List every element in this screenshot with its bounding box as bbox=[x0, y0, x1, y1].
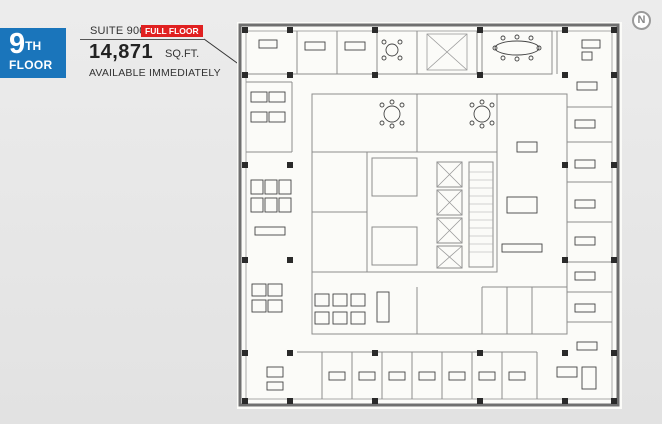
exterior-wall bbox=[238, 23, 620, 407]
north-arrow-icon: N bbox=[632, 11, 651, 30]
structural-columns bbox=[242, 27, 617, 404]
floor-badge: 9TH FLOOR bbox=[0, 28, 66, 78]
floor-number-value: 9 bbox=[9, 28, 26, 60]
divider-line bbox=[80, 39, 204, 40]
availability-text: AVAILABLE IMMEDIATELY bbox=[89, 67, 221, 79]
interior-perimeter bbox=[245, 30, 613, 400]
floor-label: FLOOR bbox=[9, 58, 53, 72]
stair-treads bbox=[469, 171, 493, 253]
furniture bbox=[250, 34, 601, 391]
plan-background bbox=[237, 22, 622, 409]
full-floor-tag: FULL FLOOR bbox=[141, 25, 203, 37]
floor-ordinal-suffix: TH bbox=[25, 39, 42, 53]
floor-number: 9TH bbox=[9, 30, 66, 59]
wall-lines bbox=[246, 30, 612, 399]
floor-plan bbox=[237, 22, 622, 409]
area-unit: SQ.FT. bbox=[165, 48, 200, 60]
shaft-marks bbox=[426, 33, 468, 269]
suite-label: SUITE 900 bbox=[90, 25, 146, 37]
area-value: 14,871 bbox=[89, 41, 154, 63]
